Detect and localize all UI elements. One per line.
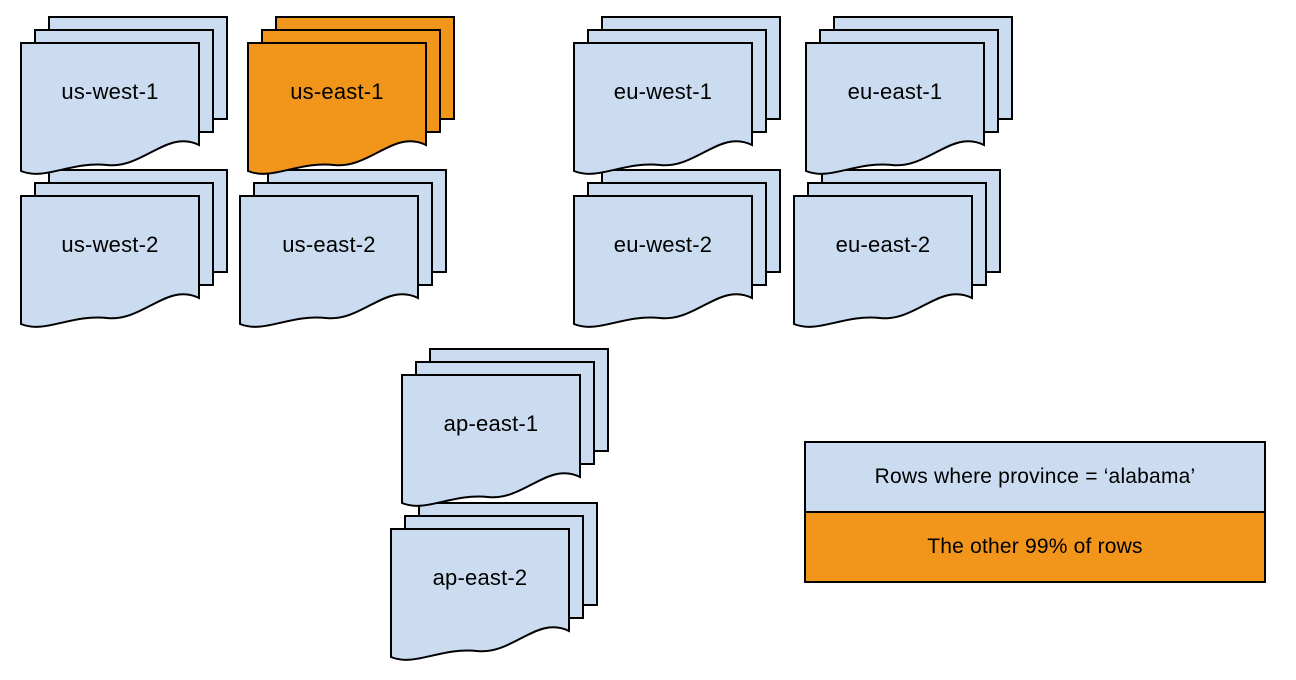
region-label: eu-west-1: [613, 79, 713, 104]
front-document-shape: [239, 195, 419, 328]
doc-stack-us-east-2: us-east-2: [239, 169, 447, 328]
front-document-shape: [401, 374, 581, 507]
region-label: us-west-1: [61, 79, 159, 104]
doc-stack-eu-west-2: eu-west-2: [573, 169, 781, 328]
region-label: eu-east-1: [847, 79, 943, 104]
front-document-shape: [805, 42, 985, 175]
stacked-documents-shape: [390, 502, 598, 661]
front-document-shape: [20, 195, 200, 328]
doc-stack-us-west-2: us-west-2: [20, 169, 228, 328]
legend-row-other-rows: The other 99% of rows: [806, 513, 1264, 581]
stacked-documents-shape: [20, 169, 228, 328]
stacked-documents-shape: [239, 169, 447, 328]
region-label: ap-east-2: [432, 565, 528, 590]
legend-label-other-rows: The other 99% of rows: [927, 535, 1143, 558]
stacked-documents-shape: [793, 169, 1001, 328]
doc-stack-us-east-1: us-east-1: [247, 16, 455, 175]
legend-row-alabama: Rows where province = ‘alabama’: [806, 443, 1264, 513]
region-label: us-east-1: [290, 79, 384, 104]
stacked-documents-shape: [20, 16, 228, 175]
region-label: us-west-2: [61, 232, 159, 257]
region-label: eu-west-2: [613, 232, 713, 257]
doc-stack-us-west-1: us-west-1: [20, 16, 228, 175]
legend-box: Rows where province = ‘alabama’ The othe…: [804, 441, 1266, 583]
stacked-documents-shape: [573, 169, 781, 328]
stacked-documents-shape: [805, 16, 1013, 175]
front-document-shape: [390, 528, 570, 661]
legend-label-alabama: Rows where province = ‘alabama’: [874, 465, 1196, 488]
doc-stack-ap-east-2: ap-east-2: [390, 502, 598, 661]
front-document-shape: [793, 195, 973, 328]
front-document-shape: [247, 42, 427, 175]
doc-stack-eu-west-1: eu-west-1: [573, 16, 781, 175]
stacked-documents-shape: [401, 348, 609, 507]
region-label: eu-east-2: [835, 232, 931, 257]
region-label: ap-east-1: [443, 411, 539, 436]
doc-stack-ap-east-1: ap-east-1: [401, 348, 609, 507]
stacked-documents-shape: [247, 16, 455, 175]
doc-stack-eu-east-1: eu-east-1: [805, 16, 1013, 175]
front-document-shape: [573, 195, 753, 328]
front-document-shape: [20, 42, 200, 175]
front-document-shape: [573, 42, 753, 175]
doc-stack-eu-east-2: eu-east-2: [793, 169, 1001, 328]
region-label: us-east-2: [282, 232, 376, 257]
stacked-documents-shape: [573, 16, 781, 175]
